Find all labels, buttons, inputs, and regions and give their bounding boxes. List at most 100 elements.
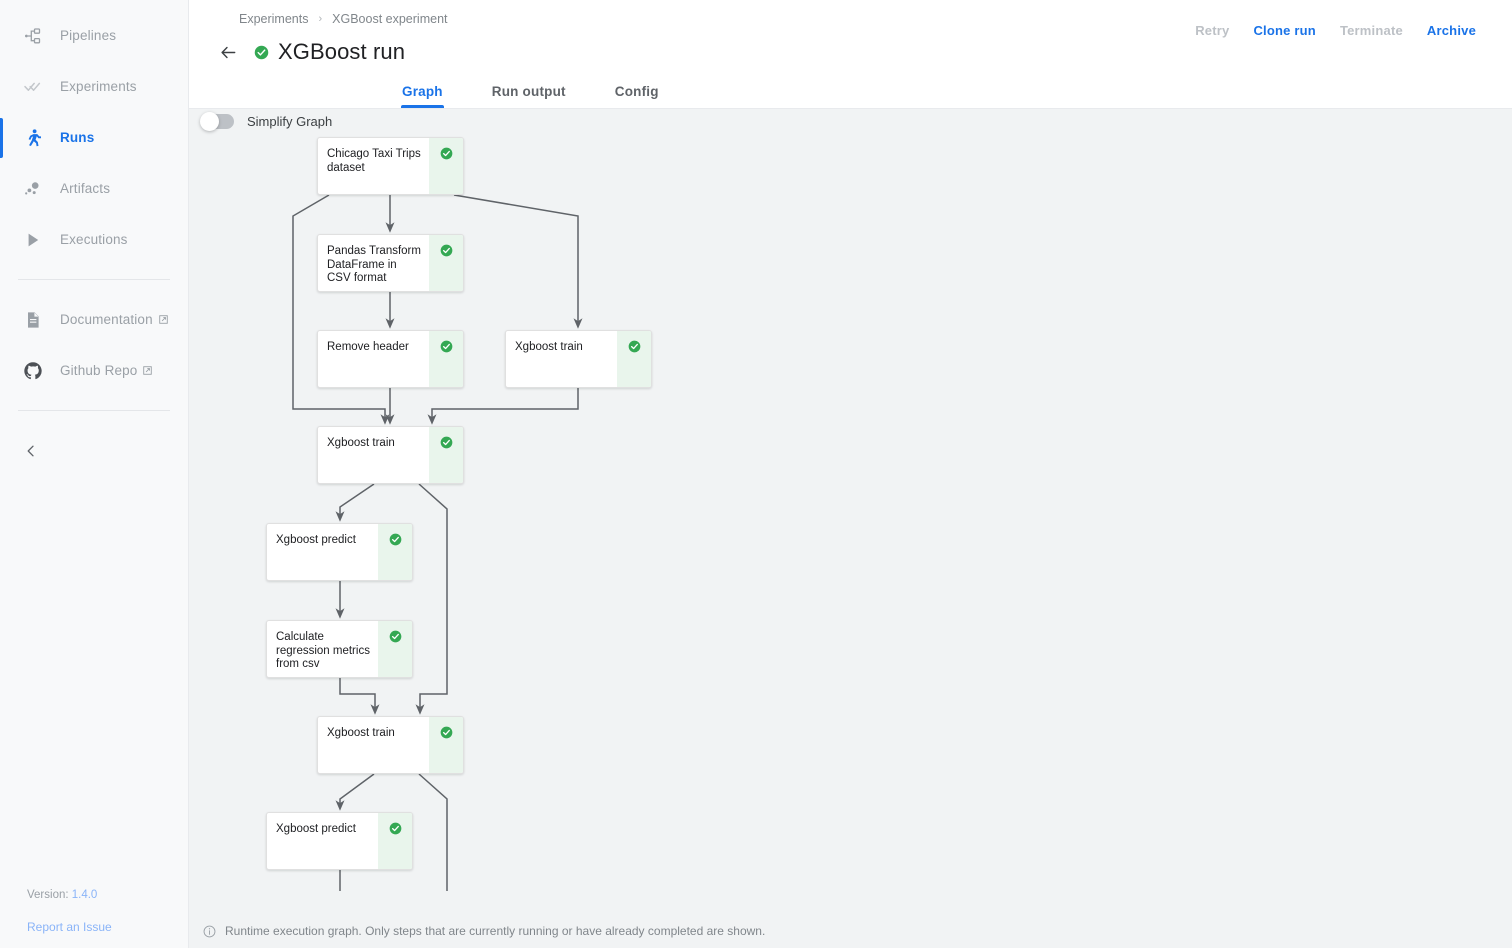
version-prefix: Version:: [27, 889, 72, 901]
success-check-icon: [389, 630, 401, 643]
graph-footer-text: Runtime execution graph. Only steps that…: [225, 924, 766, 938]
graph-footer-bar: Runtime execution graph. Only steps that…: [189, 914, 1512, 948]
graph-node[interactable]: Calculate regression metrics from csv: [266, 620, 413, 678]
graph-node[interactable]: Xgboost predict: [266, 523, 413, 581]
clone-run-button[interactable]: Clone run: [1253, 23, 1316, 38]
runs-icon: [22, 127, 44, 149]
breadcrumb-item-xgboost-experiment[interactable]: XGBoost experiment: [332, 12, 448, 26]
node-body: Xgboost train: [318, 717, 429, 773]
sidebar-link-github[interactable]: Github Repo: [0, 345, 188, 396]
simplify-graph-label: Simplify Graph: [247, 114, 333, 129]
tab-config[interactable]: Config: [614, 84, 659, 99]
node-label: Remove header: [327, 341, 409, 353]
info-icon: [203, 925, 216, 938]
node-body: Xgboost predict: [267, 813, 378, 869]
artifacts-icon: [22, 178, 44, 200]
sidebar-item-label: Executions: [60, 232, 128, 247]
success-check-icon: [628, 340, 640, 353]
sidebar-item-label: Pipelines: [60, 28, 117, 43]
graph-canvas[interactable]: Simplify Graph: [189, 109, 1512, 914]
node-label: Xgboost train: [327, 727, 395, 739]
node-status-strip: [429, 138, 463, 194]
sidebar-item-pipelines[interactable]: Pipelines: [0, 10, 188, 61]
run-status-icon: [254, 45, 269, 60]
pipelines-icon: [22, 25, 44, 47]
breadcrumb-item-experiments[interactable]: Experiments: [239, 12, 309, 26]
node-status-strip: [617, 331, 651, 387]
sidebar-divider-bottom: [18, 410, 170, 411]
sidebar-link-label: Documentation: [60, 312, 153, 327]
graph-node[interactable]: Xgboost predict: [266, 812, 413, 870]
sidebar-item-runs[interactable]: Runs: [0, 112, 188, 163]
node-label: Xgboost predict: [276, 534, 356, 546]
top-actions: Retry Clone run Terminate Archive: [1183, 17, 1488, 44]
tab-graph[interactable]: Graph: [401, 84, 444, 108]
tab-run-output[interactable]: Run output: [491, 84, 566, 99]
terminate-button[interactable]: Terminate: [1339, 23, 1403, 38]
sidebar-item-executions[interactable]: Executions: [0, 214, 188, 265]
sidebar-item-label: Runs: [60, 130, 95, 145]
node-body: Xgboost train: [318, 427, 429, 483]
node-status-strip: [429, 235, 463, 291]
node-body: Chicago Taxi Trips dataset: [318, 138, 429, 194]
node-body: Pandas Transform DataFrame in CSV format: [318, 235, 429, 291]
sidebar-footer: Version: 1.4.0 Report an Issue: [0, 889, 188, 948]
node-status-strip: [429, 331, 463, 387]
sidebar-nav: Pipelines Experiments: [0, 0, 188, 475]
sidebar-link-documentation[interactable]: Documentation: [0, 294, 188, 345]
sidebar-item-label: Artifacts: [60, 181, 111, 196]
graph-node[interactable]: Xgboost train: [505, 330, 652, 388]
node-body: Calculate regression metrics from csv: [267, 621, 378, 677]
tab-bar: Graph Run output Config: [189, 75, 1512, 109]
graph-node[interactable]: Xgboost train: [317, 426, 464, 484]
success-check-icon: [389, 822, 401, 835]
success-check-icon: [440, 436, 452, 449]
node-body: Remove header: [318, 331, 429, 387]
sidebar: Pipelines Experiments: [0, 0, 189, 948]
node-status-strip: [429, 717, 463, 773]
report-issue-link[interactable]: Report an Issue: [27, 920, 112, 934]
graph-node[interactable]: Chicago Taxi Trips dataset: [317, 137, 464, 195]
document-icon: [22, 309, 44, 331]
external-link-icon: [143, 362, 153, 380]
archive-button[interactable]: Archive: [1426, 23, 1476, 38]
retry-button[interactable]: Retry: [1195, 23, 1230, 38]
page-title: XGBoost run: [278, 39, 406, 64]
sidebar-collapse-button[interactable]: [0, 431, 188, 475]
graph-node[interactable]: Xgboost train: [317, 716, 464, 774]
sidebar-item-artifacts[interactable]: Artifacts: [0, 163, 188, 214]
simplify-graph-row: Simplify Graph: [200, 112, 333, 131]
success-check-icon: [440, 340, 452, 353]
node-label: Xgboost train: [515, 341, 583, 353]
node-status-strip: [378, 621, 412, 677]
node-label: Xgboost predict: [276, 823, 356, 835]
version-number: 1.4.0: [71, 889, 98, 901]
executions-icon: [22, 229, 44, 251]
node-label: Chicago Taxi Trips dataset: [327, 148, 421, 174]
sidebar-item-experiments[interactable]: Experiments: [0, 61, 188, 112]
sidebar-divider: [18, 279, 170, 280]
success-check-icon: [440, 726, 452, 739]
success-check-icon: [440, 147, 452, 160]
back-arrow-icon[interactable]: [215, 39, 241, 65]
version-label: Version: 1.4.0: [27, 889, 188, 901]
graph-node[interactable]: Remove header: [317, 330, 464, 388]
graph-node[interactable]: Pandas Transform DataFrame in CSV format: [317, 234, 464, 292]
success-check-icon: [389, 533, 401, 546]
github-icon: [22, 360, 44, 382]
chevron-left-icon: [24, 444, 38, 463]
node-label: Xgboost train: [327, 437, 395, 449]
breadcrumb: Experiments › XGBoost experiment: [189, 9, 1512, 29]
external-link-icon: [159, 311, 168, 329]
node-label: Calculate regression metrics from csv: [276, 631, 370, 670]
node-status-strip: [378, 524, 412, 580]
sidebar-link-label: Github Repo: [60, 363, 138, 378]
breadcrumb-separator: ›: [318, 13, 323, 25]
main-content: Experiments › XGBoost experiment: [189, 0, 1512, 948]
sidebar-item-label: Experiments: [60, 79, 137, 94]
node-status-strip: [378, 813, 412, 869]
graph-edges: [292, 194, 583, 891]
simplify-graph-toggle[interactable]: [200, 112, 234, 131]
node-body: Xgboost train: [506, 331, 617, 387]
